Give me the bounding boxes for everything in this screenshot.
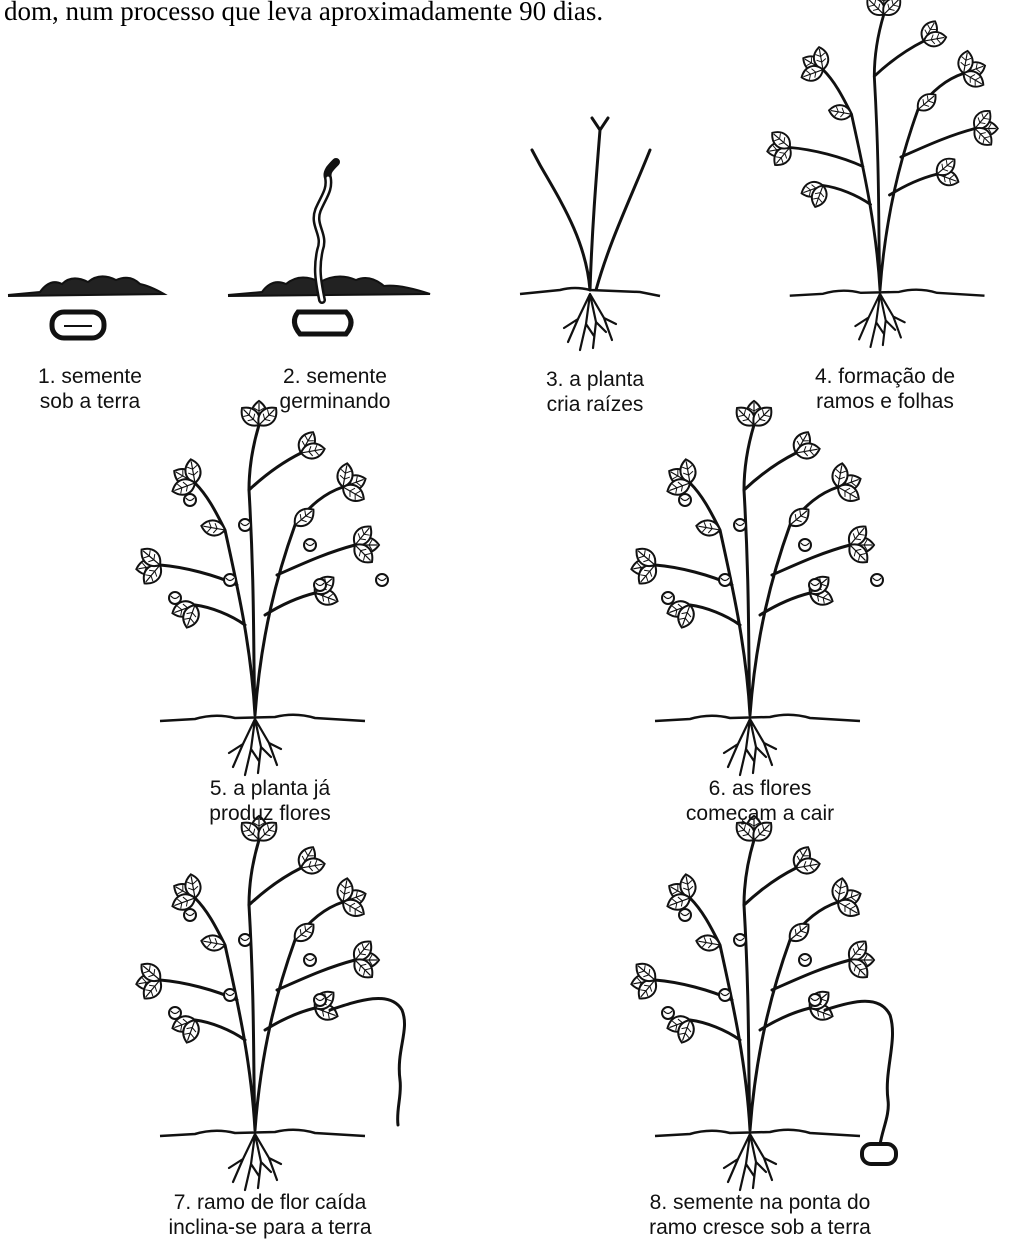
stage-6-caption-line2: começam a cair [640, 801, 880, 826]
stage-7-illustration [135, 816, 404, 1190]
stage-6-illustration [630, 401, 883, 775]
stage-5-caption-line1: 5. a planta já [150, 776, 390, 801]
stage-7-caption: 7. ramo de flor caída inclina-se para a … [120, 1190, 420, 1240]
stage-8-caption-line1: 8. semente na ponta do [600, 1190, 920, 1215]
stage-2-caption-line1: 2. semente [225, 364, 445, 389]
stage-7-caption-line1: 7. ramo de flor caída [120, 1190, 420, 1215]
stage-5-caption: 5. a planta já produz flores [150, 776, 390, 826]
stage-1-illustration [8, 276, 164, 338]
stage-2-caption: 2. semente germinando [225, 364, 445, 414]
stage-4-caption-line1: 4. formação de [775, 364, 995, 389]
stage-8-caption-line2: ramo cresce sob a terra [600, 1215, 920, 1240]
stage-6-caption: 6. as flores começam a cair [640, 776, 880, 826]
stage-3-caption-line2: cria raízes [505, 392, 685, 417]
stage-4-caption-line2: ramos e folhas [775, 389, 995, 414]
stage-2-illustration [228, 162, 430, 334]
stage-8-illustration [630, 816, 896, 1190]
stage-1-caption-line2: sob a terra [0, 389, 180, 414]
stage-3-caption: 3. a planta cria raízes [505, 367, 685, 417]
stage-1-caption: 1. semente sob a terra [0, 364, 180, 414]
stage-7-caption-line2: inclina-se para a terra [120, 1215, 420, 1240]
stage-3-caption-line1: 3. a planta [505, 367, 685, 392]
stage-4-illustration [766, 0, 998, 347]
stage-5-illustration [135, 401, 388, 775]
stage-1-caption-line1: 1. semente [0, 364, 180, 389]
stage-3-illustration [520, 118, 660, 350]
stage-6-caption-line1: 6. as flores [640, 776, 880, 801]
stage-4-caption: 4. formação de ramos e folhas [775, 364, 995, 414]
stage-8-caption: 8. semente na ponta do ramo cresce sob a… [600, 1190, 920, 1240]
stage-5-caption-line2: produz flores [150, 801, 390, 826]
stage-2-caption-line2: germinando [225, 389, 445, 414]
